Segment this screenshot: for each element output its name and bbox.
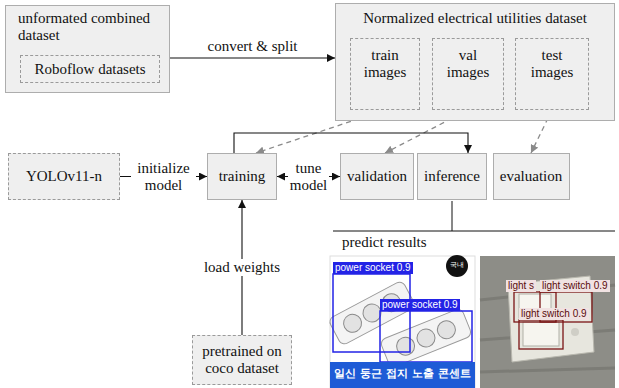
dataset-group: unformated combined datasetRoboflow data… <box>5 5 170 93</box>
socket-hole <box>414 326 437 349</box>
group-heading: Normalized electrical utilities dataset <box>336 4 614 27</box>
group-heading: unformated combined dataset <box>6 6 158 44</box>
photo-frame <box>480 256 615 388</box>
process-box: evaluation <box>493 153 570 200</box>
edge-label: load weights <box>203 259 281 276</box>
box-label: test images <box>520 47 584 81</box>
weights-box: pretrained on coco dataset <box>192 335 292 385</box>
socket-strip <box>380 308 473 369</box>
box-label: inference <box>424 168 480 185</box>
split-box: test images <box>515 38 589 110</box>
badge <box>446 255 468 277</box>
edge-label: convert & split <box>207 38 299 55</box>
box-label: training <box>219 168 266 185</box>
socket-hole <box>340 311 364 335</box>
process-box: training <box>207 153 277 200</box>
box-label: validation <box>347 168 407 185</box>
box-label: evaluation <box>500 168 562 185</box>
leader-line <box>452 201 453 231</box>
box-label: Roboflow datasets <box>34 61 145 78</box>
socket-hole <box>435 318 458 341</box>
result-caption: predict results <box>342 234 427 251</box>
box-label: train images <box>355 47 415 81</box>
socket-hole <box>394 335 417 358</box>
detection-label: light switch 0.9 <box>540 280 610 292</box>
bounding-box <box>380 311 472 362</box>
split-box: train images <box>350 38 420 110</box>
box-label: YOLOv11-n <box>26 168 102 185</box>
edge-label: initialize model <box>131 160 196 194</box>
bounding-box <box>333 274 410 352</box>
process-box: validation <box>340 153 414 200</box>
flow-arrow <box>170 57 335 58</box>
switch-key <box>523 322 559 346</box>
caption-band <box>330 362 475 388</box>
detection-label: light switch 0.9 <box>519 308 589 320</box>
badge-text: 국내 <box>450 261 464 269</box>
edge-label: tune model <box>288 160 329 194</box>
wall-texture <box>480 285 615 372</box>
photo-frame <box>330 256 475 388</box>
detection-label: power socket 0.9 <box>333 262 413 274</box>
model-box: YOLOv11-n <box>8 153 120 200</box>
socket-body <box>380 308 473 369</box>
bounding-box <box>519 320 563 349</box>
process-box: inference <box>417 153 487 200</box>
split-box: val images <box>432 38 504 110</box>
detection-label: power socket 0.9 <box>380 299 460 311</box>
product-caption: 일신 둥근 접지 노출 콘센트 <box>330 368 475 381</box>
dataset-group: Normalized electrical utilities dataset t… <box>335 3 615 121</box>
detection-label: light s <box>506 280 536 292</box>
plate-screw <box>571 328 579 336</box>
leader-line <box>333 231 615 232</box>
source-box: Roboflow datasets <box>20 55 160 83</box>
box-label: pretrained on coco dataset <box>197 343 287 377</box>
flow-arrow <box>234 133 468 153</box>
box-label: val images <box>437 47 499 81</box>
